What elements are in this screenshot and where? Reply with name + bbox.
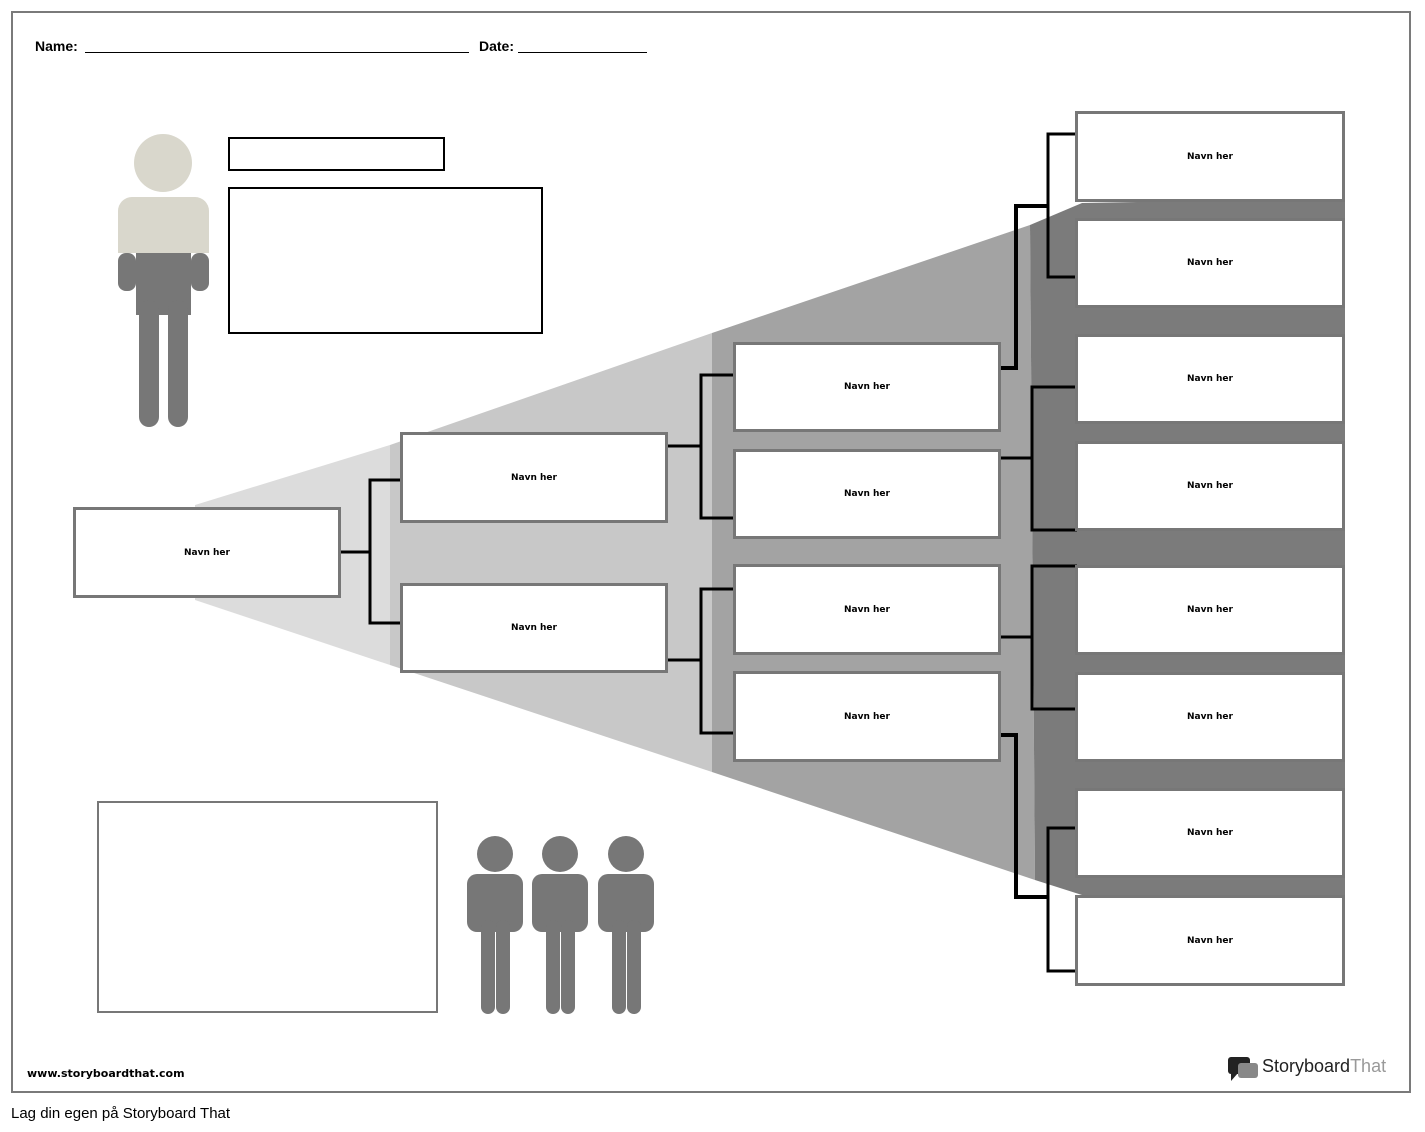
- storyboard-logo-icon: [1228, 1057, 1258, 1081]
- footer-caption-link[interactable]: Lag din egen på Storyboard That: [11, 1105, 231, 1122]
- group-figure-1: [467, 836, 523, 1014]
- tree-node-gen2-1[interactable]: Navn her: [733, 342, 1001, 432]
- brand-accent-text: That: [1350, 1056, 1387, 1076]
- tree-node-gen3-7[interactable]: Navn her: [1075, 788, 1345, 878]
- tree-node-gen3-8[interactable]: Navn her: [1075, 895, 1345, 986]
- person-figure: [118, 134, 209, 427]
- name-input-line[interactable]: [85, 52, 469, 53]
- tree-node-gen3-4[interactable]: Navn her: [1075, 441, 1345, 531]
- tree-node-root[interactable]: Navn her: [73, 507, 341, 598]
- tree-node-gen2-3[interactable]: Navn her: [733, 564, 1001, 655]
- date-input-line[interactable]: [518, 52, 647, 53]
- tree-node-gen1-1[interactable]: Navn her: [400, 432, 668, 523]
- group-figure-3: [598, 836, 654, 1014]
- site-url[interactable]: www.storyboardthat.com: [27, 1067, 185, 1080]
- tree-node-gen3-6[interactable]: Navn her: [1075, 672, 1345, 762]
- tree-node-gen3-2[interactable]: Navn her: [1075, 218, 1345, 308]
- tree-node-gen2-4[interactable]: Navn her: [733, 671, 1001, 762]
- tree-node-gen1-2[interactable]: Navn her: [400, 583, 668, 673]
- connector-lines: [341, 132, 1077, 973]
- person-description-box[interactable]: [228, 187, 543, 334]
- group-description-box[interactable]: [97, 801, 438, 1013]
- fan-segment-2: [390, 333, 712, 772]
- date-label: Date:: [479, 38, 515, 54]
- tree-node-gen3-3[interactable]: Navn her: [1075, 334, 1345, 424]
- tree-node-gen3-1[interactable]: Navn her: [1075, 111, 1345, 202]
- tree-node-gen3-5[interactable]: Navn her: [1075, 565, 1345, 655]
- person-name-box[interactable]: [228, 137, 445, 171]
- brand-main-text: Storyboard: [1262, 1056, 1351, 1076]
- group-figures: [467, 836, 654, 1014]
- group-figure-2: [532, 836, 588, 1014]
- name-label: Name:: [35, 38, 78, 54]
- tree-node-gen2-2[interactable]: Navn her: [733, 449, 1001, 539]
- fan-segment-3: [712, 225, 1035, 880]
